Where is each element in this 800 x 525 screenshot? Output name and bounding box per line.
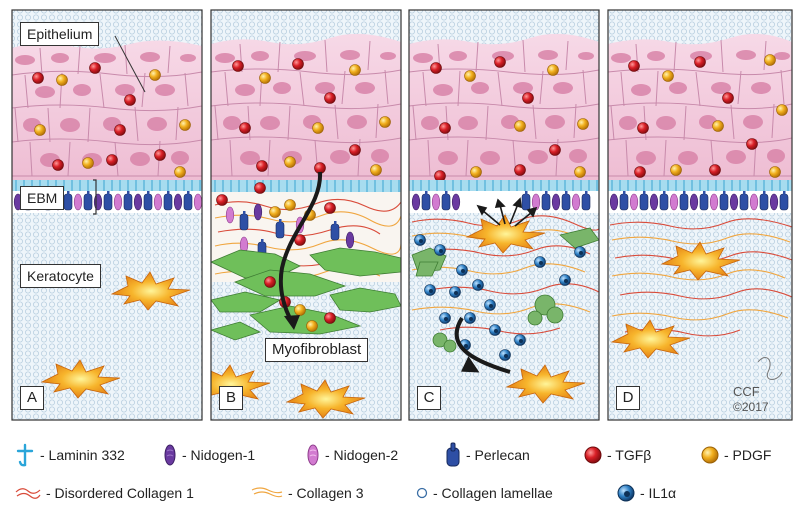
legend-item-perlecan: - Perlecan [444,442,530,468]
panel-a [12,10,202,420]
legend: - Laminin 332 - Nidogen-1 - Nidogen-2 - … [0,430,800,525]
legend-label-collagen-lamellae: - Collagen lamellae [433,485,553,501]
epithelium-label: Epithelium [20,22,100,46]
legend-label-perlecan: - Perlecan [466,447,530,463]
legend-label-disordered-collagen-1: - Disordered Collagen 1 [46,485,194,501]
legend-item-tgf-beta: - TGFβ [583,442,651,468]
legend-label-collagen-3: - Collagen 3 [288,485,364,501]
legend-item-disordered-collagen-1: - Disordered Collagen 1 [14,480,194,506]
legend-item-pdgf: - PDGF [700,442,771,468]
legend-item-nidogen-1: - Nidogen-1 [162,442,255,468]
legend-label-laminin-332: - Laminin 332 [40,447,125,463]
collagen-3-icon [251,487,283,498]
legend-label-nidogen-2: - Nidogen-2 [325,447,399,463]
panel-d-letter: D [616,386,640,410]
collagen-lamellae-icon [416,487,428,499]
legend-item-il1-alpha: - IL1α [616,480,676,506]
nidogen-2-icon [307,444,319,466]
il1-alpha-icon [617,484,635,502]
tgf-beta-icon [584,446,602,464]
keratocyte-label: Keratocyte [20,264,101,288]
perlecan-icon [446,442,460,467]
laminin-332-icon [16,443,34,467]
credit-name: CCF [733,384,760,399]
nidogen-1-icon [164,444,176,466]
credit-year: ©2017 [733,400,769,414]
panel-a-letter: A [20,386,44,410]
panel-c-letter: C [417,386,441,410]
legend-item-nidogen-2: - Nidogen-2 [305,442,398,468]
panel-b-letter: B [219,386,243,410]
diagram-svg [11,9,793,421]
ebm-label: EBM [20,186,65,210]
legend-label-tgf-beta: - TGFβ [607,447,652,463]
migration-arrow [278,171,323,324]
disordered-collagen-1-icon [15,488,41,499]
legend-label-il1-alpha: - IL1α [640,485,677,501]
legend-item-collagen-lamellae: - Collagen lamellae [415,480,553,506]
panel-d [608,10,792,420]
legend-item-laminin-332: - Laminin 332 [14,442,125,468]
legend-label-nidogen-1: - Nidogen-1 [182,447,256,463]
legend-label-pdgf: - PDGF [724,447,772,463]
legend-item-collagen-3: - Collagen 3 [250,480,364,506]
pdgf-icon [701,446,719,464]
panel-c [409,10,599,420]
myofibroblast-label: Myofibroblast [265,338,369,362]
il1-arrow [454,316,511,374]
